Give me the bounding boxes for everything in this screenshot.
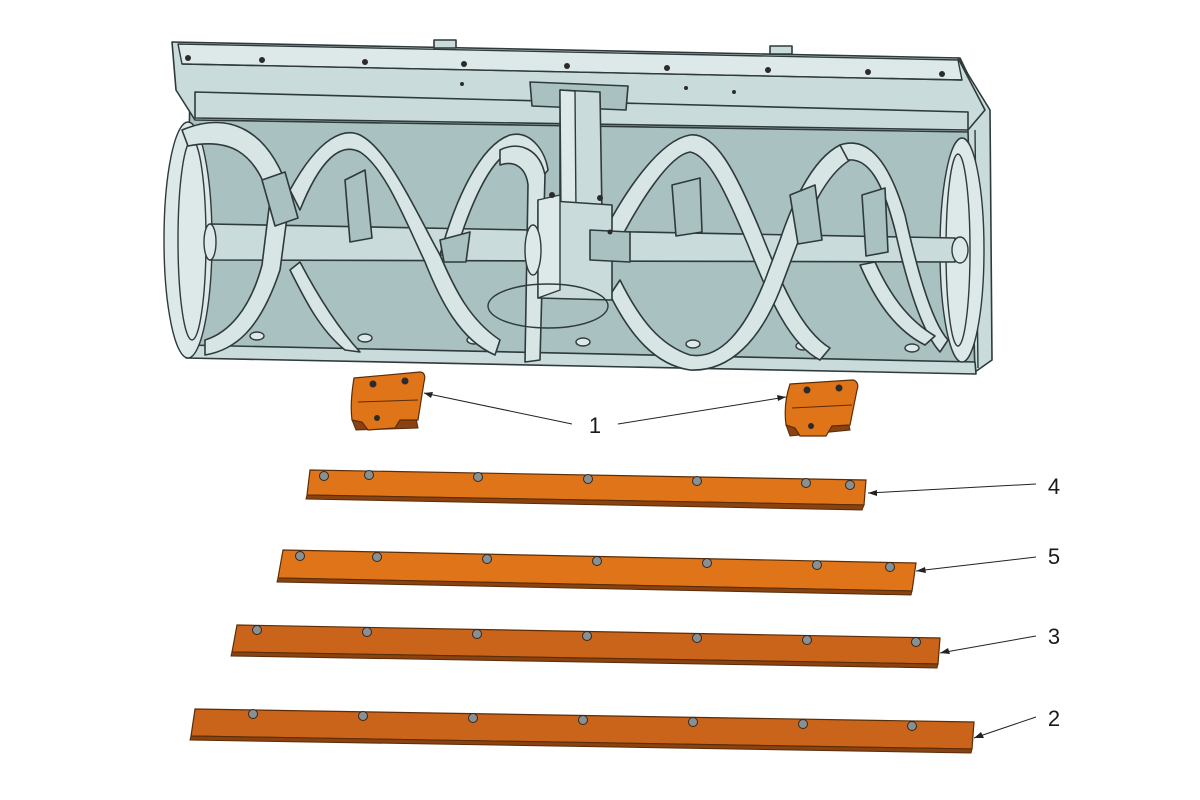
callout-2: 2 [1048,706,1060,731]
leader-2-arrow [974,732,984,738]
callout-4: 4 [1048,474,1060,499]
scraper-bar-3 [230,624,941,669]
scraper-bar-3-bolts [252,625,921,647]
scraper-bar-2 [189,708,975,754]
callout-1: 1 [589,413,601,438]
scraper-bar-5-bolts [295,551,895,572]
gearbox [487,192,631,329]
leader-5-arrow [916,567,926,573]
leader-5 [915,556,1037,572]
scraper-bar-4-bolts [319,470,855,490]
callout-3: 3 [1048,624,1060,649]
skid-shoe-left [350,371,426,431]
callout-5: 5 [1048,544,1060,569]
leader-1-left [423,392,573,425]
leader-3-arrow [940,648,950,654]
top-tab-left [433,39,457,49]
top-tab-right [769,45,793,55]
callout-labels: 1 4 5 3 2 [589,413,1060,731]
top-rail-holes [185,55,945,94]
center-discharge-column [529,81,629,216]
auger-housing-assembly [163,39,993,375]
scraper-bar-4 [305,469,867,511]
leader-3 [939,635,1037,654]
scraper-bar-5 [276,549,917,596]
leader-1-right-arrow [777,395,786,401]
auger-flights-right [599,134,949,371]
leader-1-left-arrow [424,392,433,398]
leader-1-right [617,396,787,425]
auger-flights-left [181,121,549,363]
leader-4 [867,483,1037,494]
leader-2 [973,716,1037,739]
skid-shoe-right [784,379,859,437]
scraper-bar-2-bolts [248,709,917,731]
leader-4-arrow [868,490,877,496]
callout-leaders [423,392,1037,739]
